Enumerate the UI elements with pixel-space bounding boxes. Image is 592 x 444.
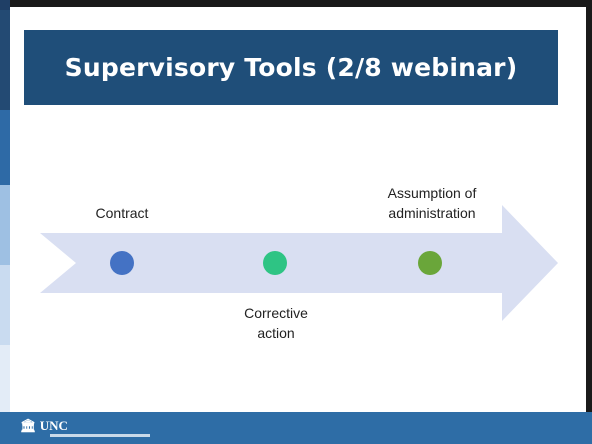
- logo-subline: [50, 434, 150, 437]
- step-2-label: Corrective action: [244, 305, 308, 341]
- step-3-label: Assumption of administration: [387, 185, 477, 221]
- left-accent-bar: [0, 0, 10, 444]
- step-3-dot: [418, 251, 442, 275]
- step-1-label: Contract: [95, 205, 149, 221]
- unc-logo-text: UNC: [39, 418, 68, 433]
- right-edge: [586, 0, 592, 444]
- top-edge: [10, 0, 592, 7]
- step-2-dot: [263, 251, 287, 275]
- process-arrow: [40, 205, 558, 321]
- footer-band: 🏛 UNC: [0, 412, 592, 444]
- step-1-dot: [110, 251, 134, 275]
- slide-title: Supervisory Tools (2/8 webinar): [64, 53, 518, 82]
- bell-tower-icon: 🏛: [20, 418, 37, 433]
- title-band: Supervisory Tools (2/8 webinar): [24, 30, 558, 105]
- unc-logo: 🏛 UNC: [20, 418, 68, 434]
- arrow-shape: [40, 205, 558, 321]
